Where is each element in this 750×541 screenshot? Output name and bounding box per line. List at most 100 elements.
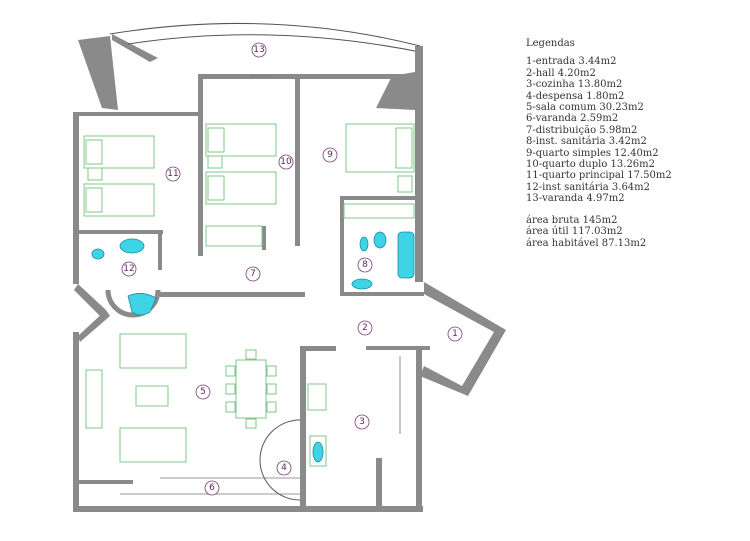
shower-icon bbox=[127, 293, 157, 316]
area-habitable: área habitável 87.13m2 bbox=[526, 237, 647, 249]
wall-kitchen-column bbox=[376, 458, 382, 506]
legend-gap bbox=[526, 205, 672, 215]
wall-top-left bbox=[73, 112, 198, 116]
pillow bbox=[395, 127, 413, 169]
legend-item: 7-distribuição 5.98m2 bbox=[526, 124, 638, 136]
bathtub-icon bbox=[397, 231, 415, 279]
chair bbox=[225, 365, 236, 377]
legend-item: 3-cozinha 13.80m2 bbox=[526, 79, 623, 91]
legend-item: 4-despensa 1.80m2 bbox=[526, 90, 625, 102]
legend-title: Legendas bbox=[526, 38, 575, 49]
room-label: 9 bbox=[327, 150, 333, 160]
room-label: 4 bbox=[281, 463, 287, 473]
chair bbox=[225, 383, 236, 395]
wall-10-closet bbox=[262, 226, 266, 250]
chair bbox=[266, 383, 277, 395]
toilet-icon bbox=[359, 236, 369, 252]
wall-bath-top bbox=[340, 196, 420, 200]
wall-bath-left bbox=[340, 196, 344, 296]
room-marker-3: 3 bbox=[354, 414, 370, 430]
room-marker-13: 13 bbox=[251, 42, 267, 58]
chair bbox=[225, 401, 236, 413]
wall-balcony-arc-outer bbox=[109, 22, 421, 47]
wall-kitchen-right bbox=[416, 346, 422, 512]
wall-entrance bbox=[420, 282, 506, 396]
wall-bottom bbox=[73, 506, 423, 512]
room-marker-9: 9 bbox=[322, 147, 338, 163]
wall-kitchen-left bbox=[300, 346, 306, 512]
wall-right-upper bbox=[415, 46, 423, 282]
wall-bath12-top bbox=[78, 230, 163, 234]
room-marker-8: 8 bbox=[357, 257, 373, 273]
room-marker-11: 11 bbox=[165, 166, 181, 182]
sink-icon bbox=[373, 231, 387, 249]
bed-room11-bottom bbox=[83, 183, 155, 217]
wall-balcony6-top bbox=[73, 480, 133, 484]
sink-icon bbox=[119, 238, 145, 254]
room-label: 13 bbox=[253, 45, 264, 55]
legend-item: 12-inst sanitária 3.64m2 bbox=[526, 181, 651, 193]
nightstand bbox=[397, 175, 413, 193]
nightstand bbox=[87, 167, 103, 181]
coffee-table bbox=[135, 385, 169, 407]
room-label: 5 bbox=[200, 387, 206, 397]
room-marker-12: 12 bbox=[121, 261, 137, 277]
dining-table bbox=[235, 359, 267, 419]
legend-item: 2-hall 4.20m2 bbox=[526, 67, 596, 79]
legend-item: 5-sala comum 30.23m2 bbox=[526, 102, 644, 114]
area-useful: área útil 117.03m2 bbox=[526, 226, 623, 238]
pillow bbox=[207, 127, 225, 153]
chair bbox=[266, 401, 277, 413]
room-label: 1 bbox=[452, 329, 458, 339]
bidet-icon bbox=[351, 278, 373, 290]
wall-balcony-left-top bbox=[112, 34, 158, 62]
chair bbox=[245, 349, 257, 360]
legend-item: 1-entrada 3.44m2 bbox=[526, 56, 617, 68]
pillow bbox=[85, 187, 103, 213]
legend-item: 10-quarto duplo 13.26m2 bbox=[526, 159, 656, 171]
room-marker-1: 1 bbox=[447, 326, 463, 342]
sanitary-fixtures bbox=[91, 231, 415, 463]
room-label: 6 bbox=[209, 483, 215, 493]
bath8-shelf bbox=[343, 203, 415, 219]
bed-room9 bbox=[345, 123, 415, 173]
wall-partition-10-11 bbox=[198, 76, 203, 256]
room-marker-6: 6 bbox=[204, 480, 220, 496]
pantry-curve bbox=[259, 419, 301, 501]
toilet-icon bbox=[91, 248, 105, 260]
sofa-bottom bbox=[119, 427, 187, 463]
nightstand bbox=[207, 155, 223, 169]
wall-right-corner bbox=[376, 72, 415, 110]
room-label: 2 bbox=[362, 323, 368, 333]
furniture bbox=[83, 123, 415, 467]
tv-cabinet bbox=[85, 369, 103, 429]
legend-item: 8-inst. sanitária 3.42m2 bbox=[526, 136, 647, 148]
room-marker-4: 4 bbox=[276, 460, 292, 476]
wall-balcony-arc-inner bbox=[127, 34, 421, 53]
room-markers: 1 2 3 4 5 6 7 8 9 10 11 12 13 bbox=[121, 42, 463, 496]
room-label: 3 bbox=[359, 417, 365, 427]
wall-left-lower bbox=[73, 332, 79, 512]
wardrobe-room10 bbox=[205, 225, 263, 247]
bed-room11-top bbox=[83, 135, 155, 169]
legend-item: 6-varanda 2.59m2 bbox=[526, 113, 619, 125]
wall-bath12-right bbox=[158, 230, 162, 270]
room-label: 7 bbox=[250, 269, 256, 279]
room-label: 12 bbox=[123, 264, 134, 274]
room-marker-10: 10 bbox=[278, 154, 294, 170]
kitchen-sink-icon bbox=[312, 441, 324, 463]
wall-bevel-upper bbox=[74, 284, 106, 316]
room-label: 8 bbox=[362, 260, 368, 270]
legend-item: 9-quarto simples 12.40m2 bbox=[526, 147, 659, 159]
wall-left-upper bbox=[73, 112, 79, 284]
legend: Legendas 1-entrada 3.44m2 2-hall 4.20m2 … bbox=[526, 38, 672, 249]
area-gross: área bruta 145m2 bbox=[526, 214, 618, 226]
room-label: 10 bbox=[280, 157, 292, 167]
wall-bath-bottom bbox=[340, 292, 424, 296]
chair bbox=[266, 365, 277, 377]
room-marker-5: 5 bbox=[195, 384, 211, 400]
bed-room10-top bbox=[205, 123, 277, 157]
wall-partition-9-10 bbox=[295, 76, 300, 246]
pillow bbox=[207, 175, 225, 201]
